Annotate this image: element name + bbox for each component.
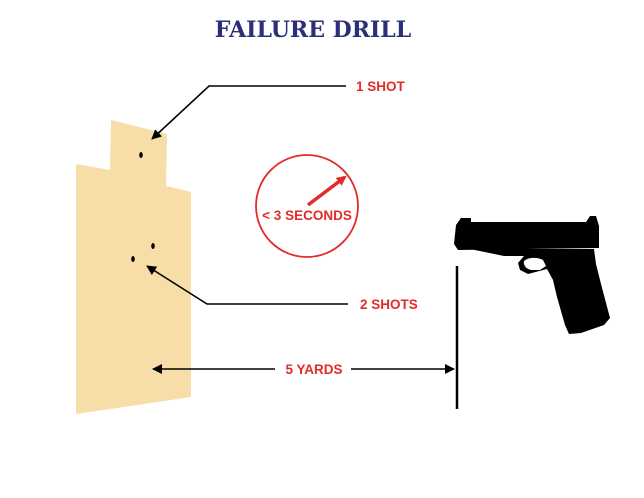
silhouette-target-icon — [76, 120, 191, 414]
body-bullet-hole — [131, 256, 135, 262]
diagram-title: FAILURE DRILL — [215, 17, 411, 43]
pistol-icon — [454, 216, 610, 334]
timer-arrow-icon — [308, 177, 345, 205]
head-shot-label: 1 SHOT — [356, 79, 406, 94]
timer-circle — [256, 155, 358, 257]
body-bullet-hole — [151, 243, 155, 249]
head-shot-pointer — [152, 86, 346, 139]
head-bullet-hole — [139, 152, 143, 158]
distance-label: 5 YARDS — [285, 362, 342, 377]
body-shots-label: 2 SHOTS — [360, 297, 418, 312]
time-limit-label: < 3 SECONDS — [262, 208, 352, 223]
